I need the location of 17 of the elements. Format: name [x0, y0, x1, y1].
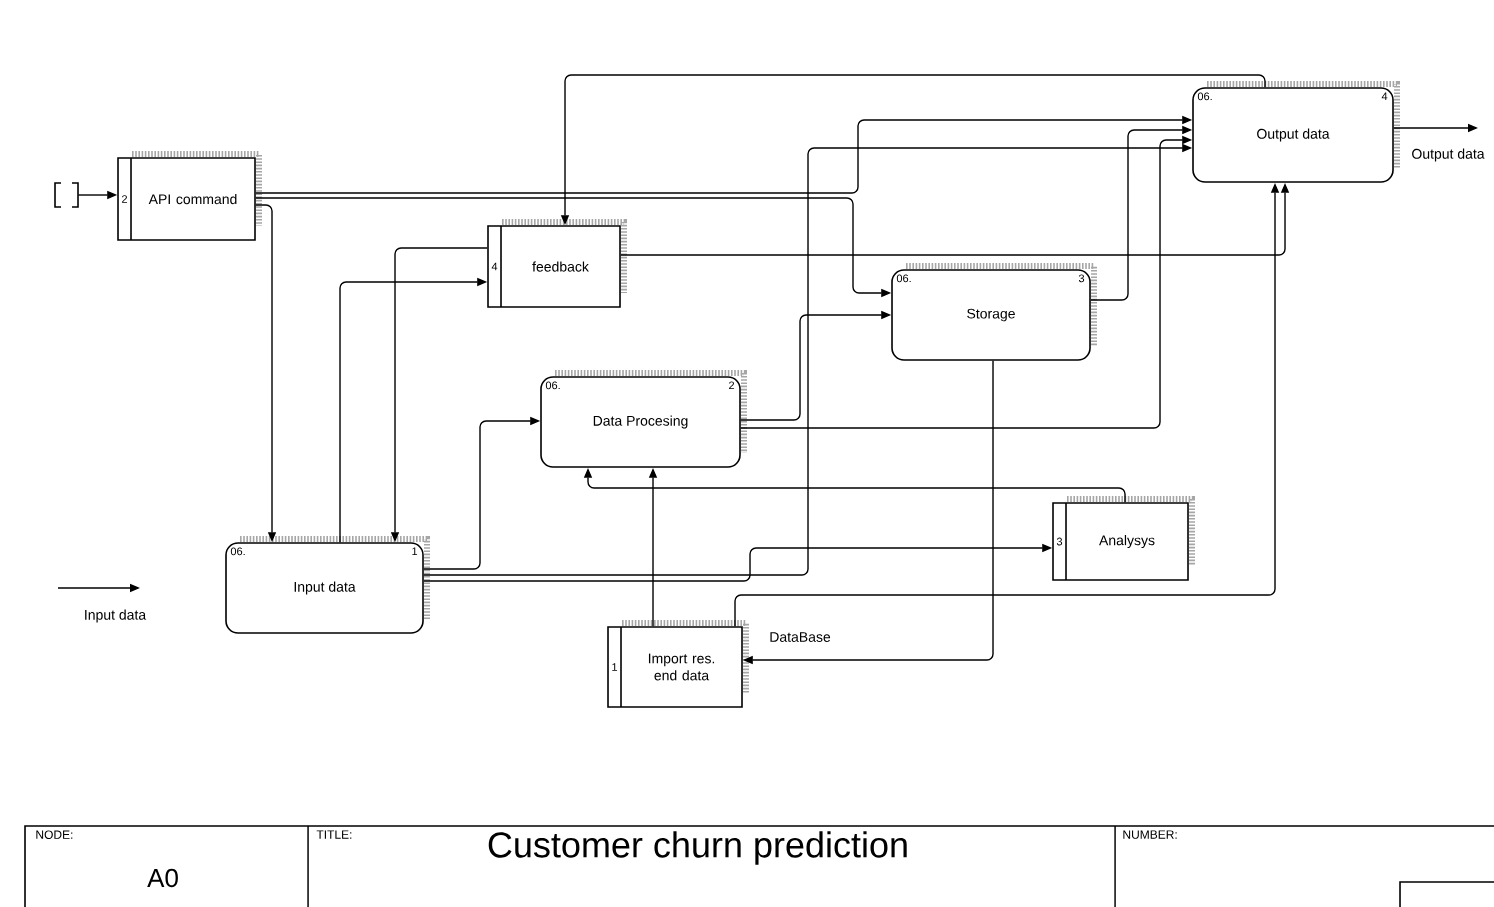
activity-box: Input data 06. 1: [225, 536, 430, 634]
tunnel-bracket: [54, 182, 79, 208]
activity-box: Data Procesing 06. 2: [540, 370, 747, 468]
node-number: A0: [147, 868, 178, 888]
activity-box: Storage 06. 3: [891, 263, 1097, 361]
external-box: 4 feedback: [487, 219, 627, 308]
edge-label: DataBase: [767, 630, 833, 644]
title: Customer churn prediction: [488, 831, 907, 865]
arrow-label: Input data: [85, 609, 147, 623]
external-box: 1 Import res. end data: [607, 620, 749, 708]
edge-label: Output data: [1409, 146, 1487, 164]
field-caption: NUMBER:: [1123, 830, 1177, 839]
field-caption: NODE:: [36, 830, 73, 839]
activity-box: Output data 06. 4: [1192, 81, 1400, 183]
external-box: 3 Analysys: [1052, 496, 1195, 581]
external-box: 2 API command: [117, 151, 262, 241]
field-caption: TITLE:: [316, 830, 352, 839]
